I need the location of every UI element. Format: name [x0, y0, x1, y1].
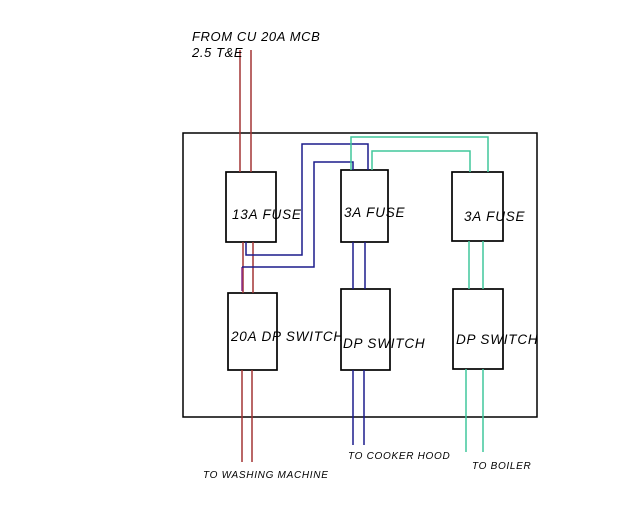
- fuse-3a-2-box: [451, 171, 504, 242]
- switch-dp-1-label: DP SWITCH: [343, 336, 425, 351]
- switch-20a-dp-label: 20A DP SWITCH: [230, 329, 344, 344]
- label-washing-machine: TO WASHING MACHINE: [203, 470, 329, 481]
- enclosure-box: [182, 132, 538, 418]
- switch-dp-2-box: [452, 288, 504, 370]
- fuse-3a-2-label: 3A FUSE: [464, 209, 526, 224]
- link-to-fuse3a2-a-wire: [350, 136, 489, 172]
- switch-dp-2-label: DP SWITCH: [456, 332, 538, 347]
- fuse-13a-label: 13A FUSE: [232, 207, 302, 222]
- label-cooker-hood: TO COOKER HOOD: [348, 451, 450, 462]
- label-boiler: TO BOILER: [472, 461, 531, 472]
- supply-title-line-2: 2.5 T&E: [191, 45, 243, 60]
- spur-feed-a-wire: [245, 143, 369, 256]
- spur-feed-b-wire: [242, 161, 354, 268]
- fuse-3a-1-label: 3A FUSE: [344, 205, 406, 220]
- link-to-fuse3a2-b-wire: [371, 150, 471, 172]
- supply-title-line-1: FROM CU 20A MCB: [192, 29, 320, 44]
- switch-dp-1-box: [340, 288, 391, 371]
